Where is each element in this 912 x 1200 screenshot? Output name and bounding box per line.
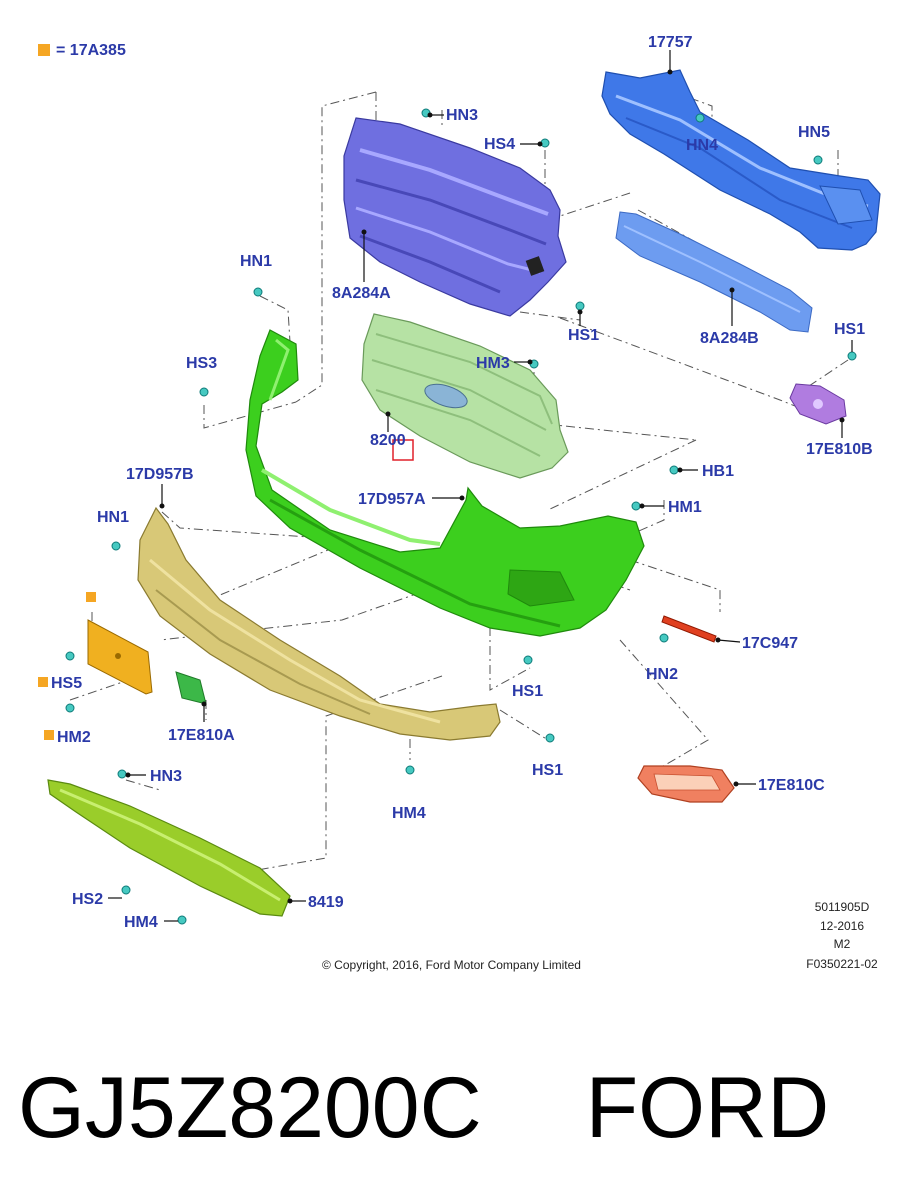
label-hs1-right: HS1 <box>834 321 865 338</box>
doc-date: 12-2016 <box>820 919 864 933</box>
bracket-17E810B <box>789 383 847 425</box>
absorber-8A284B <box>615 211 813 333</box>
label-hs1-mid: HS1 <box>512 683 543 700</box>
label-17D957B: 17D957B <box>126 466 194 483</box>
label-8200: 8200 <box>370 432 406 449</box>
clip-icon <box>545 733 555 743</box>
legend-text: = 17A385 <box>56 42 126 59</box>
clip-icon <box>65 703 75 713</box>
doc-ref: F0350221-02 <box>806 957 878 971</box>
leader-lines <box>108 50 853 922</box>
bracket-17E810A <box>175 671 207 705</box>
label-hm4-mid: HM4 <box>392 805 426 822</box>
clip-icon <box>253 287 263 297</box>
clip-icon <box>631 501 641 511</box>
clip-icon <box>65 651 75 661</box>
radiator-grille-8200 <box>361 313 569 479</box>
callout-labels: 17757 HN3 HS4 HN4 HN5 HN1 8A284A HS1 8A2… <box>51 34 873 931</box>
part-number: GJ5Z8200C <box>18 1060 482 1156</box>
square-marker <box>38 677 48 687</box>
skid-plate-8419 <box>47 779 291 917</box>
label-17757: 17757 <box>648 34 693 51</box>
grille-reinforcement-8A284A <box>343 117 567 317</box>
label-hs5: HS5 <box>51 675 82 692</box>
clip-icon <box>659 633 669 643</box>
lower-cover-17D957B <box>137 506 501 741</box>
label-8A284A: 8A284A <box>332 285 391 302</box>
label-hm2: HM2 <box>57 729 91 746</box>
doc-m2: M2 <box>834 937 851 951</box>
fasteners <box>65 108 857 925</box>
bumper-cover-17D957A <box>245 329 645 637</box>
label-hb1: HB1 <box>702 463 734 480</box>
label-hn3-low: HN3 <box>150 768 182 785</box>
clip-icon <box>111 541 121 551</box>
label-17D957A: 17D957A <box>358 491 426 508</box>
label-hs3: HS3 <box>186 355 217 372</box>
copyright-text: © Copyright, 2016, Ford Motor Company Li… <box>322 958 581 972</box>
clip-icon <box>121 885 131 895</box>
bezel-17E810C <box>637 765 735 803</box>
product-caption: GJ5Z8200C FORD <box>18 1048 898 1168</box>
plate-bracket-17A385 <box>87 619 153 695</box>
square-marker <box>86 592 96 602</box>
label-hs4: HS4 <box>484 136 515 153</box>
clip-icon <box>669 465 679 475</box>
doc-id: 5011905D <box>815 900 870 914</box>
exploded-parts-diagram: = 17A385 17757 HN3 HS4 HN4 HN5 HN1 8A284… <box>38 34 881 972</box>
label-17E810A: 17E810A <box>168 727 235 744</box>
clip-icon <box>177 915 187 925</box>
legend-marker <box>38 44 50 56</box>
label-hn5: HN5 <box>798 124 830 141</box>
clip-icon <box>523 655 533 665</box>
label-hm3: HM3 <box>476 355 510 372</box>
label-17E810B: 17E810B <box>806 441 873 458</box>
label-hn1-left: HN1 <box>97 509 129 526</box>
brand-name: FORD <box>585 1060 830 1156</box>
clip-icon <box>575 301 585 311</box>
label-hm1: HM1 <box>668 499 702 516</box>
label-8419: 8419 <box>308 894 344 911</box>
label-hn4: HN4 <box>686 137 718 154</box>
square-marker <box>44 730 54 740</box>
label-hs1-low: HS1 <box>532 762 563 779</box>
clip-icon <box>847 351 857 361</box>
label-hn1-top: HN1 <box>240 253 272 270</box>
label-17E810C: 17E810C <box>758 777 825 794</box>
bumper-reinforcement-17757 <box>601 69 881 251</box>
clip-icon <box>405 765 415 775</box>
label-17C947: 17C947 <box>742 635 798 652</box>
clip-icon <box>695 113 705 123</box>
label-hn3-top: HN3 <box>446 107 478 124</box>
label-8A284B: 8A284B <box>700 330 759 347</box>
highlighted-part-marker <box>392 439 414 461</box>
clip-icon <box>117 769 127 779</box>
label-hs2: HS2 <box>72 891 103 908</box>
label-hm4-low: HM4 <box>124 914 158 931</box>
bracket-17C947 <box>661 615 717 643</box>
label-hn2: HN2 <box>646 666 678 683</box>
clip-icon <box>813 155 823 165</box>
label-hs1-upper: HS1 <box>568 327 599 344</box>
clip-icon <box>199 387 209 397</box>
